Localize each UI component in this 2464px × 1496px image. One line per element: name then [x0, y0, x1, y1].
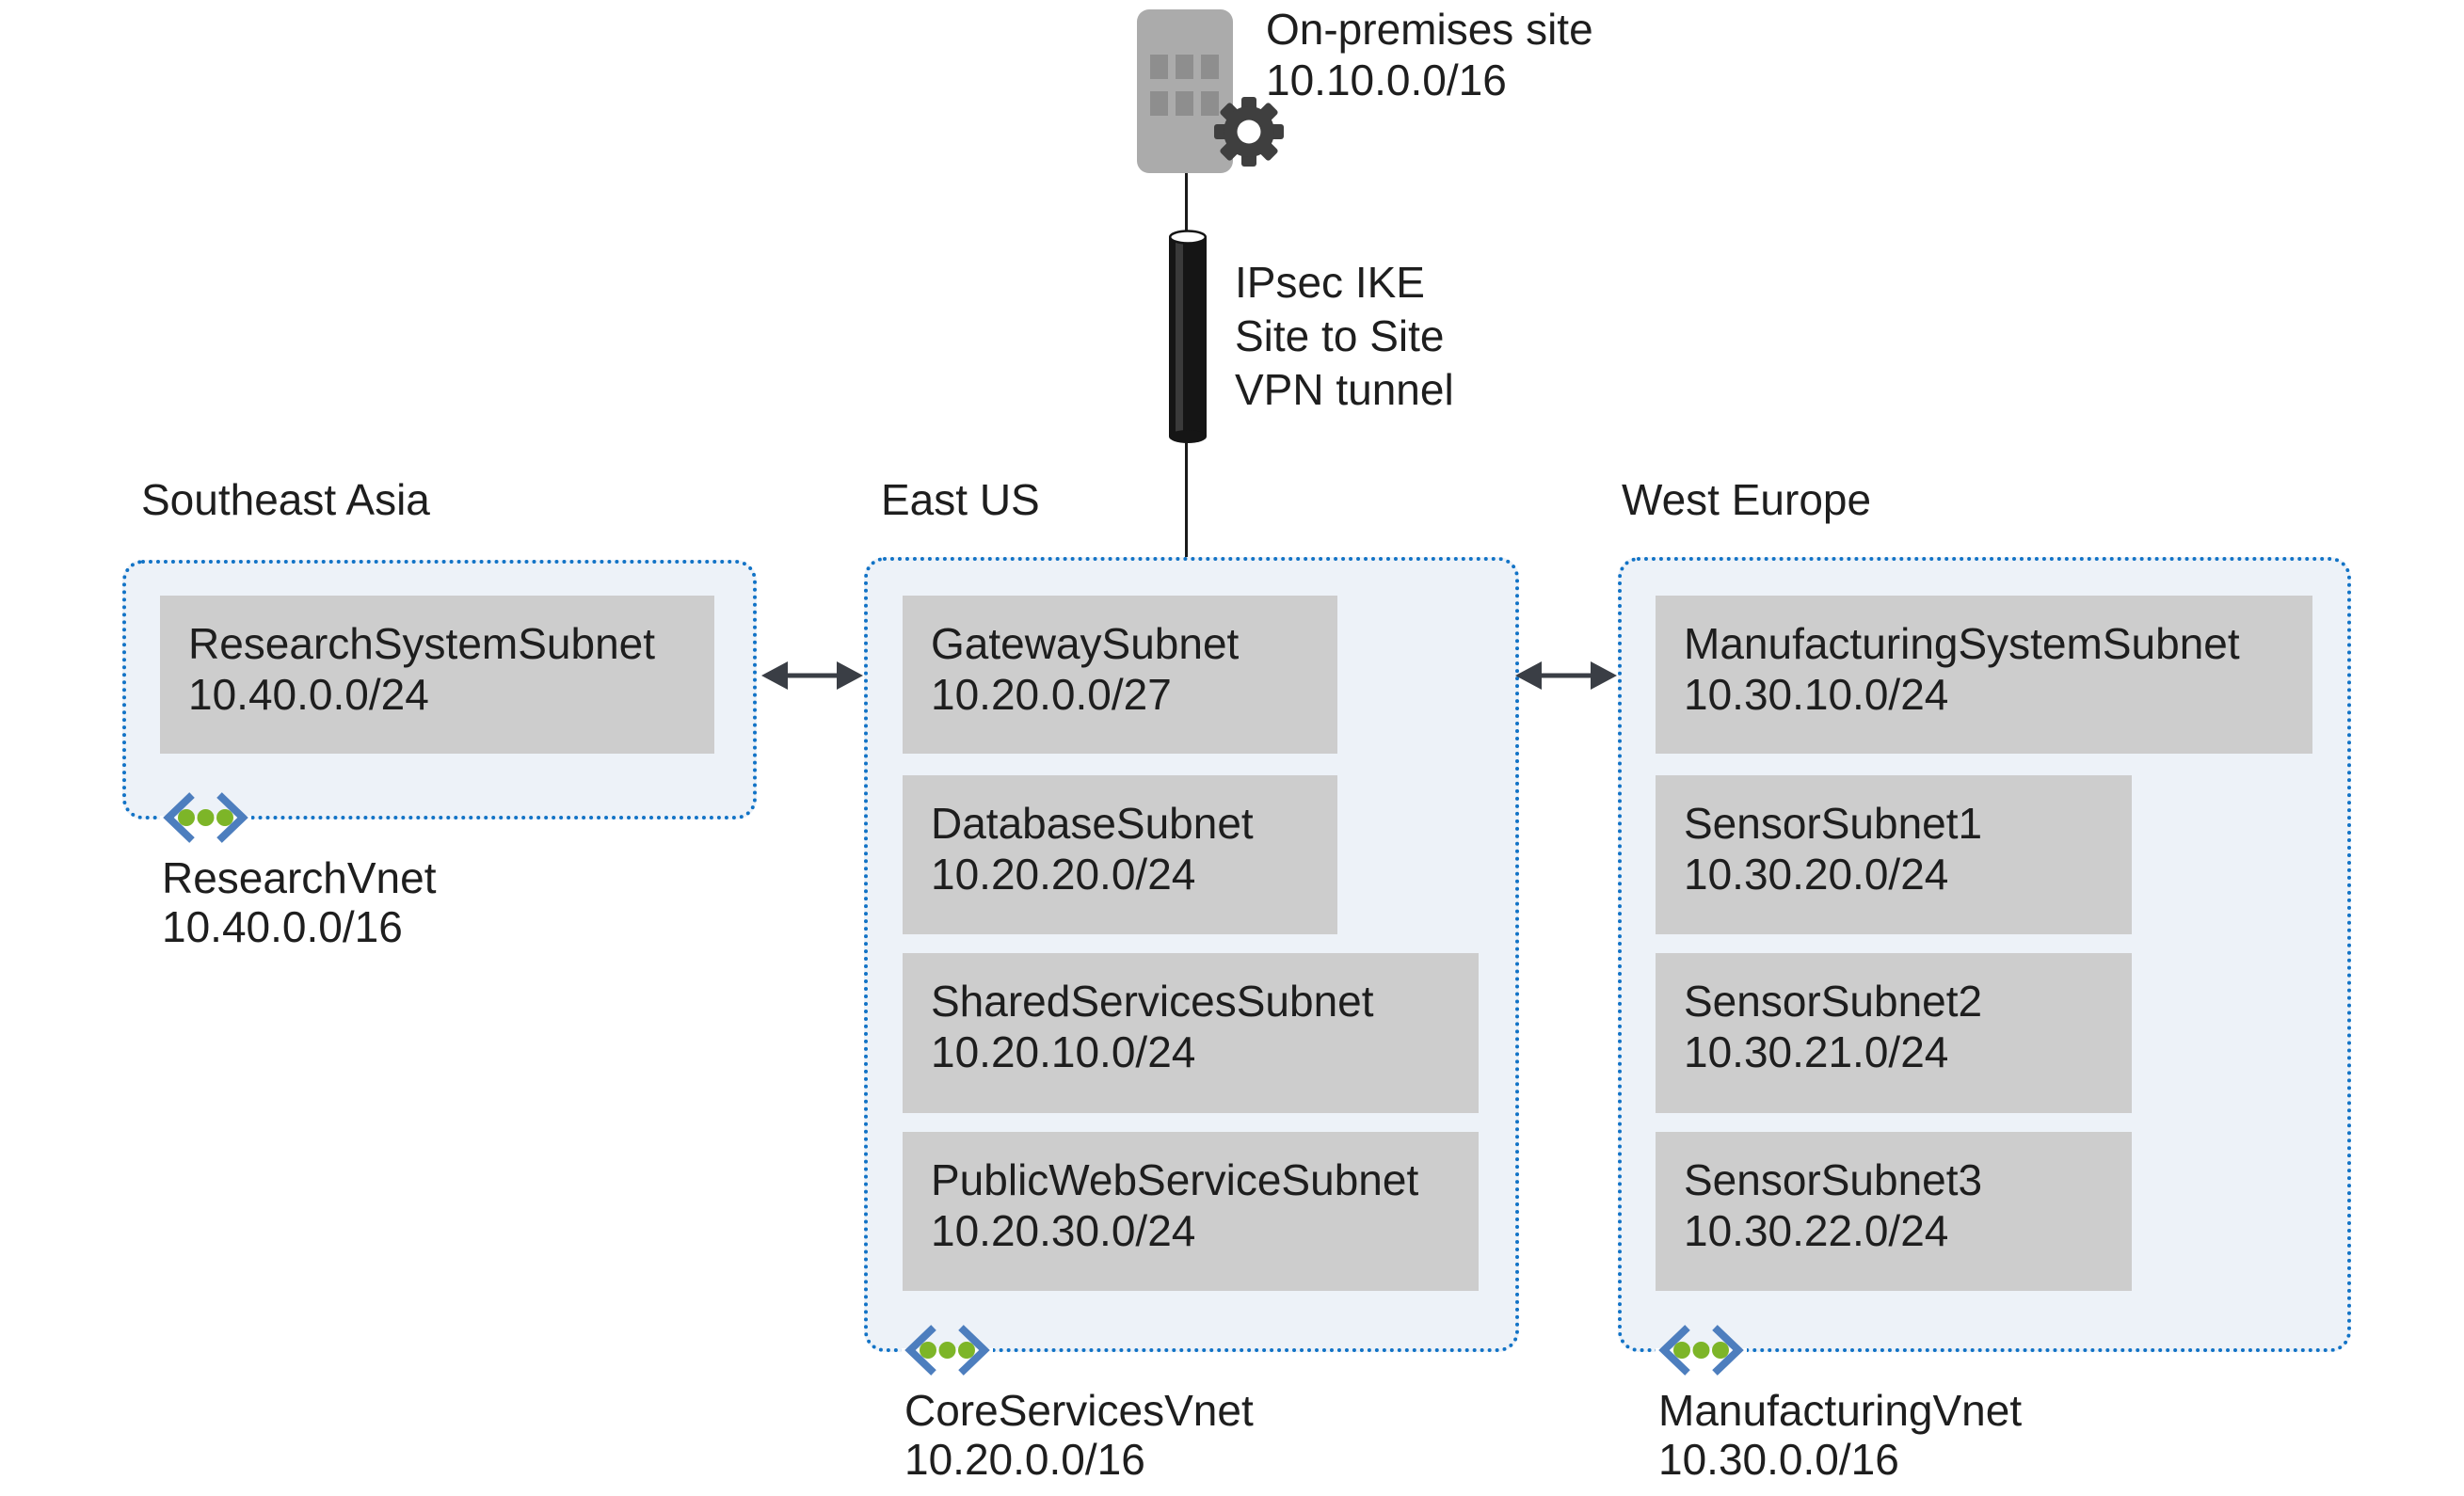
vnet-label-block: ManufacturingVnet 10.30.0.0/16 [1658, 1386, 2022, 1484]
vnet-name: CoreServicesVnet [904, 1386, 1254, 1435]
subnet-name: SensorSubnet3 [1684, 1155, 1983, 1204]
subnet-name: SensorSubnet2 [1684, 977, 1983, 1026]
vnet-cidr: 10.40.0.0/16 [162, 902, 403, 951]
peering-arrow-icon [1515, 661, 1617, 690]
subnet-cidr: 10.40.0.0/24 [188, 670, 429, 719]
building-icon [1137, 9, 1284, 173]
subnet-box-databasesubnet: DatabaseSubnet 10.20.20.0/24 [903, 775, 1337, 934]
vpn-tunnel-label-block: IPsec IKE Site to Site VPN tunnel [1235, 256, 1454, 417]
region-box-southeast-asia: ResearchSystemSubnet 10.40.0.0/24 [122, 560, 757, 820]
region-label-east-us: East US [881, 475, 1040, 524]
vpn-connector-line [1185, 442, 1188, 559]
subnet-box-publicwebservicesubnet: PublicWebServiceSubnet 10.20.30.0/24 [903, 1132, 1479, 1291]
vpn-tunnel-label-line: Site to Site [1235, 311, 1445, 360]
subnet-cidr: 10.30.10.0/24 [1684, 670, 1949, 719]
subnet-cidr: 10.20.30.0/24 [931, 1206, 1196, 1255]
region-label-west-europe: West Europe [1622, 475, 1872, 524]
subnet-cidr: 10.20.20.0/24 [931, 850, 1196, 899]
subnet-cidr: 10.20.10.0/24 [931, 1027, 1196, 1076]
subnet-cidr: 10.30.20.0/24 [1684, 850, 1949, 899]
region-box-west-europe: ManufacturingSystemSubnet 10.30.10.0/24 … [1618, 557, 2351, 1352]
gear-icon [1214, 97, 1284, 167]
subnet-box-researchsystemsubnet: ResearchSystemSubnet 10.40.0.0/24 [160, 596, 714, 754]
region-box-east-us: GatewaySubnet 10.20.0.0/27 DatabaseSubne… [864, 557, 1519, 1352]
subnet-name: ResearchSystemSubnet [188, 619, 656, 668]
subnet-cidr: 10.30.22.0/24 [1684, 1206, 1949, 1255]
on-premises-title: On-premises site [1266, 5, 1593, 54]
vnet-icon [902, 1324, 993, 1377]
subnet-box-sensorsubnet2: SensorSubnet2 10.30.21.0/24 [1656, 953, 2132, 1113]
vpn-tunnel-icon [1169, 230, 1207, 443]
region-label-southeast-asia: Southeast Asia [141, 475, 430, 524]
on-premises-label-block: On-premises site 10.10.0.0/16 [1266, 4, 1593, 105]
subnet-box-gatewaysubnet: GatewaySubnet 10.20.0.0/27 [903, 596, 1337, 754]
vnet-icon [160, 791, 251, 844]
vnet-name: ResearchVnet [162, 853, 437, 902]
vnet-label-block: ResearchVnet 10.40.0.0/16 [162, 853, 437, 951]
subnet-box-sharedservicessubnet: SharedServicesSubnet 10.20.10.0/24 [903, 953, 1479, 1113]
vnet-label-block: CoreServicesVnet 10.20.0.0/16 [904, 1386, 1254, 1484]
vnet-cidr: 10.30.0.0/16 [1658, 1435, 1899, 1484]
vnet-cidr: 10.20.0.0/16 [904, 1435, 1145, 1484]
subnet-box-sensorsubnet1: SensorSubnet1 10.30.20.0/24 [1656, 775, 2132, 934]
vpn-connector-line [1185, 173, 1188, 231]
subnet-box-sensorsubnet3: SensorSubnet3 10.30.22.0/24 [1656, 1132, 2132, 1291]
subnet-name: PublicWebServiceSubnet [931, 1155, 1419, 1204]
subnet-box-manufacturingsystemsubnet: ManufacturingSystemSubnet 10.30.10.0/24 [1656, 596, 2312, 754]
subnet-name: GatewaySubnet [931, 619, 1240, 668]
peering-arrow-icon [761, 661, 863, 690]
subnet-name: SensorSubnet1 [1684, 799, 1983, 848]
subnet-cidr: 10.20.0.0/27 [931, 670, 1172, 719]
vpn-tunnel-label-line: VPN tunnel [1235, 365, 1454, 414]
vnet-icon [1656, 1324, 1747, 1377]
vnet-name: ManufacturingVnet [1658, 1386, 2023, 1435]
subnet-name: ManufacturingSystemSubnet [1684, 619, 2240, 668]
subnet-name: SharedServicesSubnet [931, 977, 1374, 1026]
subnet-name: DatabaseSubnet [931, 799, 1254, 848]
subnet-cidr: 10.30.21.0/24 [1684, 1027, 1949, 1076]
on-premises-cidr: 10.10.0.0/16 [1266, 56, 1507, 104]
vpn-tunnel-label-line: IPsec IKE [1235, 258, 1425, 307]
building-windows [1150, 55, 1219, 116]
